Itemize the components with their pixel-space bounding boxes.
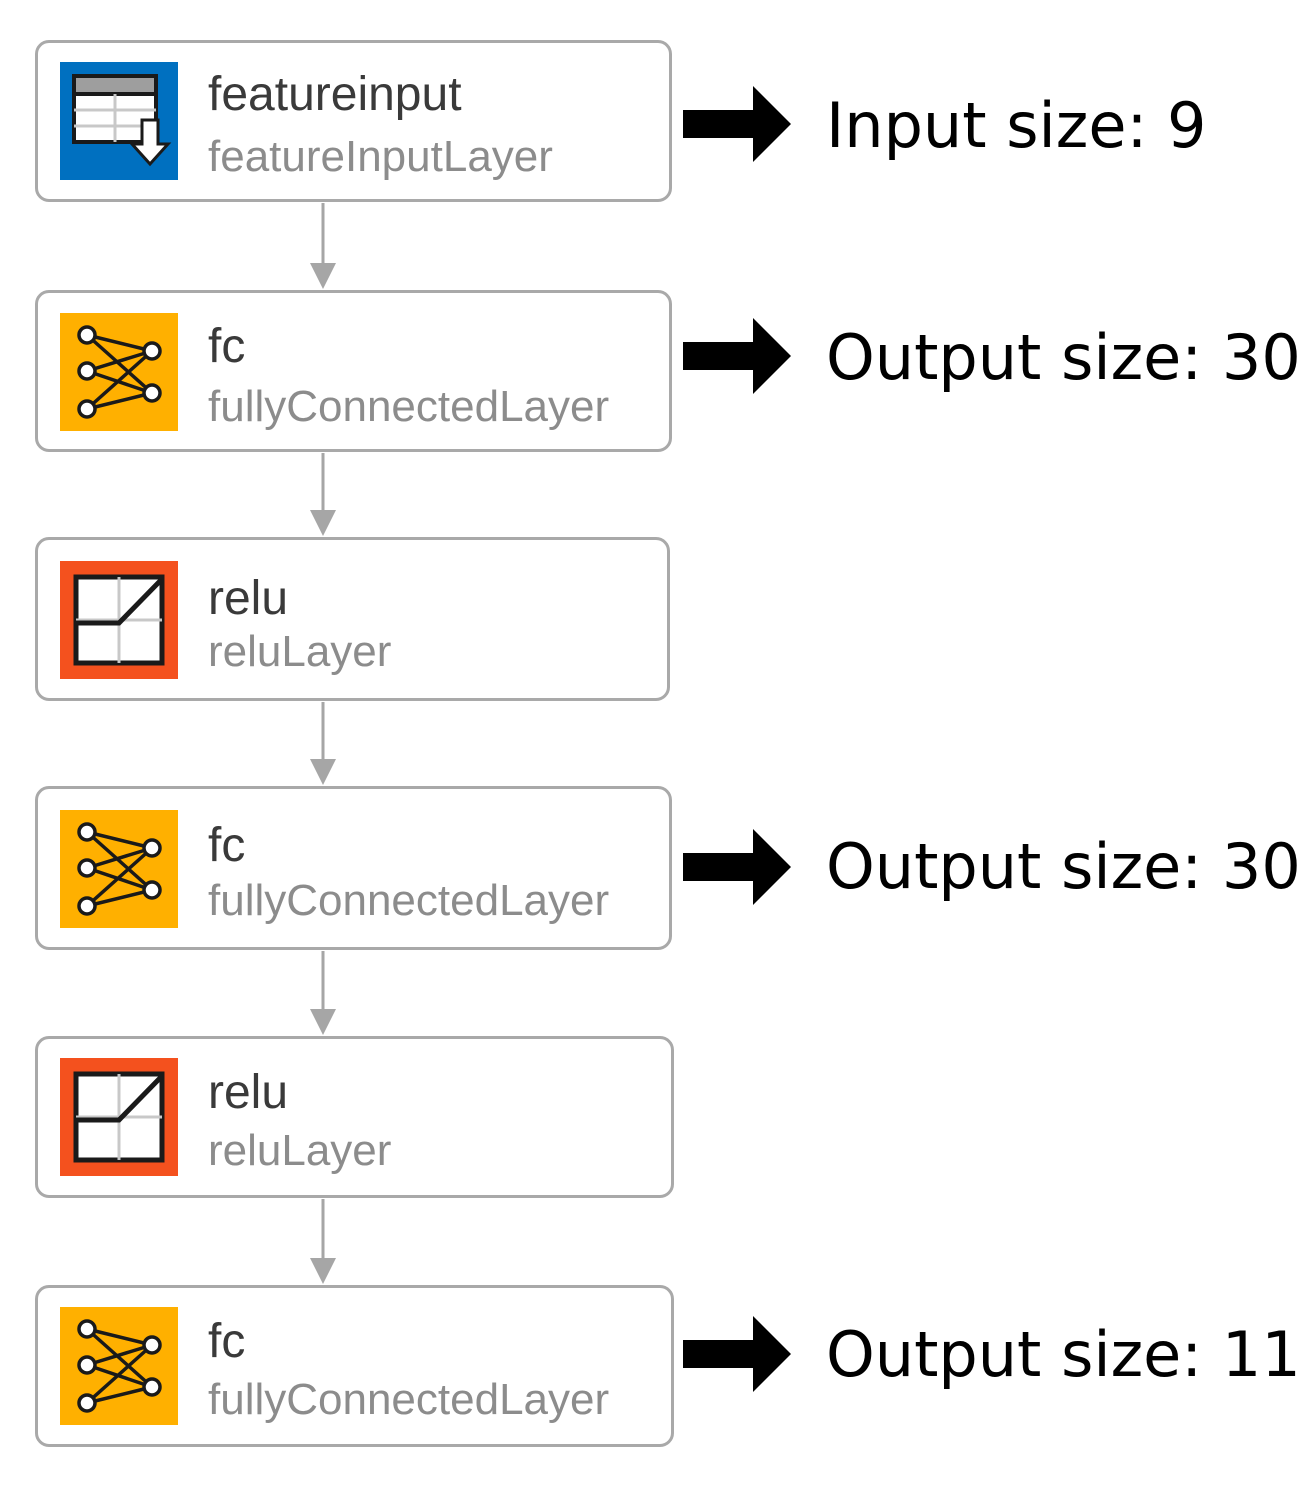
layer-name: relu [208, 572, 289, 625]
layer-card-fc[interactable]: fc fullyConnectedLayer [35, 786, 672, 950]
fully-connected-icon [60, 313, 178, 431]
size-annotation: Input size: 9 [826, 89, 1207, 162]
size-annotation: Output size: 30 [826, 321, 1301, 394]
fully-connected-icon [60, 810, 178, 928]
layer-card-relu[interactable]: relu reluLayer [35, 537, 670, 701]
layer-type: fullyConnectedLayer [208, 876, 610, 925]
right-arrow-icon [683, 86, 793, 162]
layer-card-fc[interactable]: fc fullyConnectedLayer [35, 290, 672, 452]
layer-type: reluLayer [208, 1126, 392, 1175]
layer-type: featureInputLayer [208, 132, 553, 181]
layer-name: fc [208, 1315, 246, 1368]
layer-name: fc [208, 320, 246, 373]
connector-arrow [308, 702, 338, 786]
layer-card-featureinput[interactable]: featureinput featureInputLayer [35, 40, 672, 202]
layer-type: fullyConnectedLayer [208, 382, 610, 431]
layer-name: featureinput [208, 68, 462, 121]
relu-icon [60, 1058, 178, 1176]
relu-icon [60, 561, 178, 679]
size-annotation: Output size: 30 [826, 830, 1301, 903]
layer-type: reluLayer [208, 627, 392, 676]
layer-card-relu[interactable]: relu reluLayer [35, 1036, 674, 1198]
layer-card-fc[interactable]: fc fullyConnectedLayer [35, 1285, 674, 1447]
fully-connected-icon [60, 1307, 178, 1425]
connector-arrow [308, 951, 338, 1036]
connector-arrow [308, 1199, 338, 1285]
feature-input-icon [60, 62, 178, 180]
layer-name: relu [208, 1066, 289, 1119]
layer-name: fc [208, 819, 246, 872]
right-arrow-icon [683, 829, 793, 905]
size-annotation: Output size: 11 [826, 1318, 1301, 1391]
layer-type: fullyConnectedLayer [208, 1375, 610, 1424]
connector-arrow [308, 203, 338, 290]
connector-arrow [308, 453, 338, 537]
right-arrow-icon [683, 1316, 793, 1392]
right-arrow-icon [683, 318, 793, 394]
